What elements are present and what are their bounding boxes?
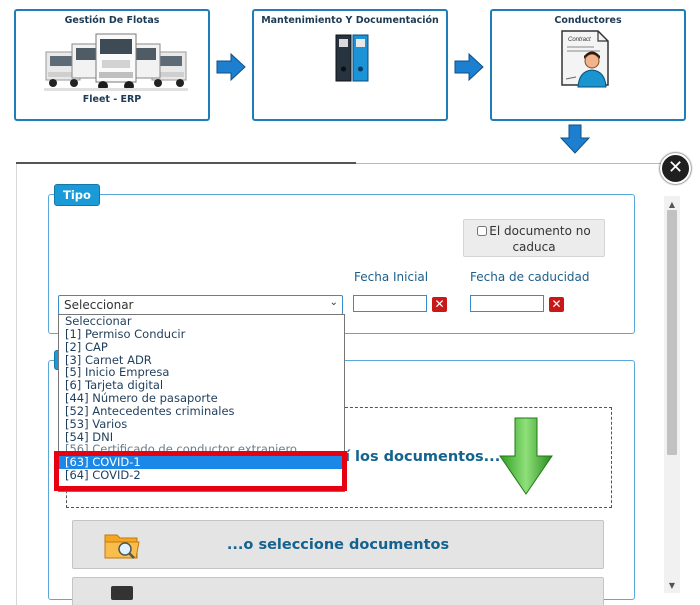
folder-search-icon xyxy=(104,534,140,559)
green-down-arrow-icon xyxy=(499,417,553,495)
dropdown-option[interactable]: Seleccionar xyxy=(65,314,132,328)
dropdown-option[interactable]: [54] DNI xyxy=(65,429,114,444)
contract-text: Contract xyxy=(568,37,591,43)
dropdown-option[interactable]: [6] Tarjeta digital xyxy=(65,378,164,393)
dialog-top-border xyxy=(16,162,356,164)
dropdown-option[interactable]: [3] Carnet ADR xyxy=(65,352,152,367)
close-icon[interactable]: ✕ xyxy=(660,153,691,184)
card-title: Conductores xyxy=(554,15,622,26)
clear-x-icon[interactable]: ✕ xyxy=(432,297,447,312)
tipo-select[interactable]: Seleccionar ⌄ xyxy=(58,295,343,315)
drop-zone-text: í los documentos... xyxy=(345,449,501,465)
dropdown-option[interactable]: [52] Antecedentes criminales xyxy=(65,403,235,418)
dropdown-option[interactable]: [44] Número de pasaporte xyxy=(65,391,218,406)
dialog-scrollbar[interactable]: ▲ ▼ xyxy=(664,196,680,593)
card-drivers[interactable]: Conductores Contract xyxy=(490,9,686,121)
dropdown-option[interactable]: [5] Inicio Empresa xyxy=(65,365,170,380)
no-caduca-label: El documento no caduca xyxy=(489,224,591,254)
dropdown-option-selected[interactable]: [63] COVID-1 xyxy=(59,456,344,470)
card-subtitle: Fleet - ERP xyxy=(82,94,142,105)
dropdown-option[interactable]: [1] Permiso Conducir xyxy=(65,326,186,341)
select-documents-button[interactable]: ...o seleccione documentos xyxy=(72,520,604,569)
card-fleet-management[interactable]: Gestión De Flotas Fleet - ERP xyxy=(14,9,210,121)
driver-contract-image: Contract xyxy=(561,30,609,88)
dropdown-option[interactable]: [53] Varios xyxy=(65,416,128,431)
no-caduca-option[interactable]: El documento no caduca xyxy=(463,219,605,257)
dropdown-option[interactable]: [64] COVID-2 xyxy=(65,468,141,483)
device-icon xyxy=(111,586,133,600)
binders-image xyxy=(335,34,369,82)
tipo-legend: Tipo xyxy=(54,184,100,206)
blue-arrow-icon xyxy=(216,53,246,81)
fecha-caducidad-input[interactable] xyxy=(470,295,544,312)
tipo-dropdown-list[interactable]: Seleccionar [1] Permiso Conducir [2] CAP… xyxy=(58,314,345,492)
fecha-inicial-label: Fecha Inicial xyxy=(354,270,429,284)
card-maintenance-documentation[interactable]: Mantenimiento Y Documentación xyxy=(252,9,448,121)
tipo-select-value: Seleccionar xyxy=(64,298,134,312)
scroll-up-icon[interactable]: ▲ xyxy=(668,200,676,209)
additional-action-button[interactable] xyxy=(72,577,604,605)
card-title: Mantenimiento Y Documentación xyxy=(261,15,439,26)
fecha-caducidad-label: Fecha de caducidad xyxy=(470,270,590,284)
blue-down-arrow-icon xyxy=(560,124,590,154)
dropdown-option[interactable]: [2] CAP xyxy=(65,339,108,354)
trucks-image xyxy=(44,33,188,91)
scroll-thumb[interactable] xyxy=(667,210,677,455)
select-documents-label: ...o seleccione documentos xyxy=(226,537,450,553)
scroll-down-icon[interactable]: ▼ xyxy=(668,581,676,590)
blue-arrow-icon xyxy=(454,53,484,81)
card-title: Gestión De Flotas xyxy=(64,15,160,26)
chevron-down-icon: ⌄ xyxy=(329,297,338,308)
no-caduca-checkbox[interactable] xyxy=(477,226,488,236)
clear-x-icon[interactable]: ✕ xyxy=(549,297,564,312)
fecha-inicial-input[interactable] xyxy=(353,295,427,312)
